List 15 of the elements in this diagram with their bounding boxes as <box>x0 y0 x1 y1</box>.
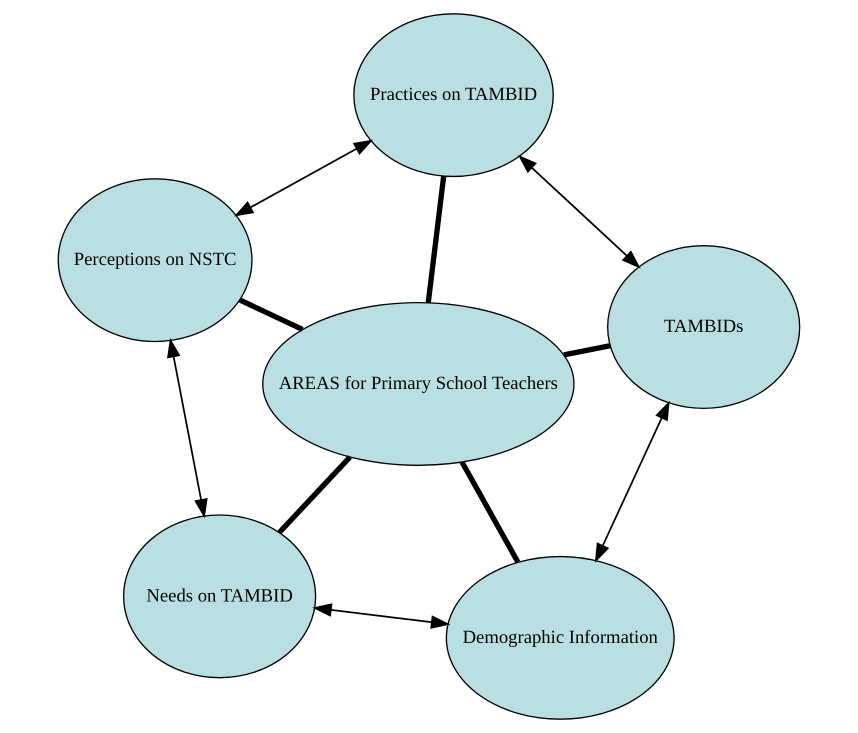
arrow <box>594 400 670 563</box>
connector <box>460 460 520 564</box>
arrow <box>518 154 641 269</box>
node-ellipse: Needs on TAMBID <box>122 514 316 678</box>
node-ellipse: Demographic Information <box>446 556 675 720</box>
connector <box>563 343 611 358</box>
connector <box>278 455 352 534</box>
node-ellipse: AREAS for Primary School Teachers <box>262 302 575 466</box>
node-ellipse: TAMBIDs <box>607 245 800 410</box>
arrow <box>167 338 208 518</box>
node-ellipse: Perceptions on NSTC <box>58 178 253 342</box>
arrow <box>312 603 450 629</box>
connector <box>238 298 304 332</box>
connector <box>426 176 446 304</box>
arrow <box>234 140 374 217</box>
